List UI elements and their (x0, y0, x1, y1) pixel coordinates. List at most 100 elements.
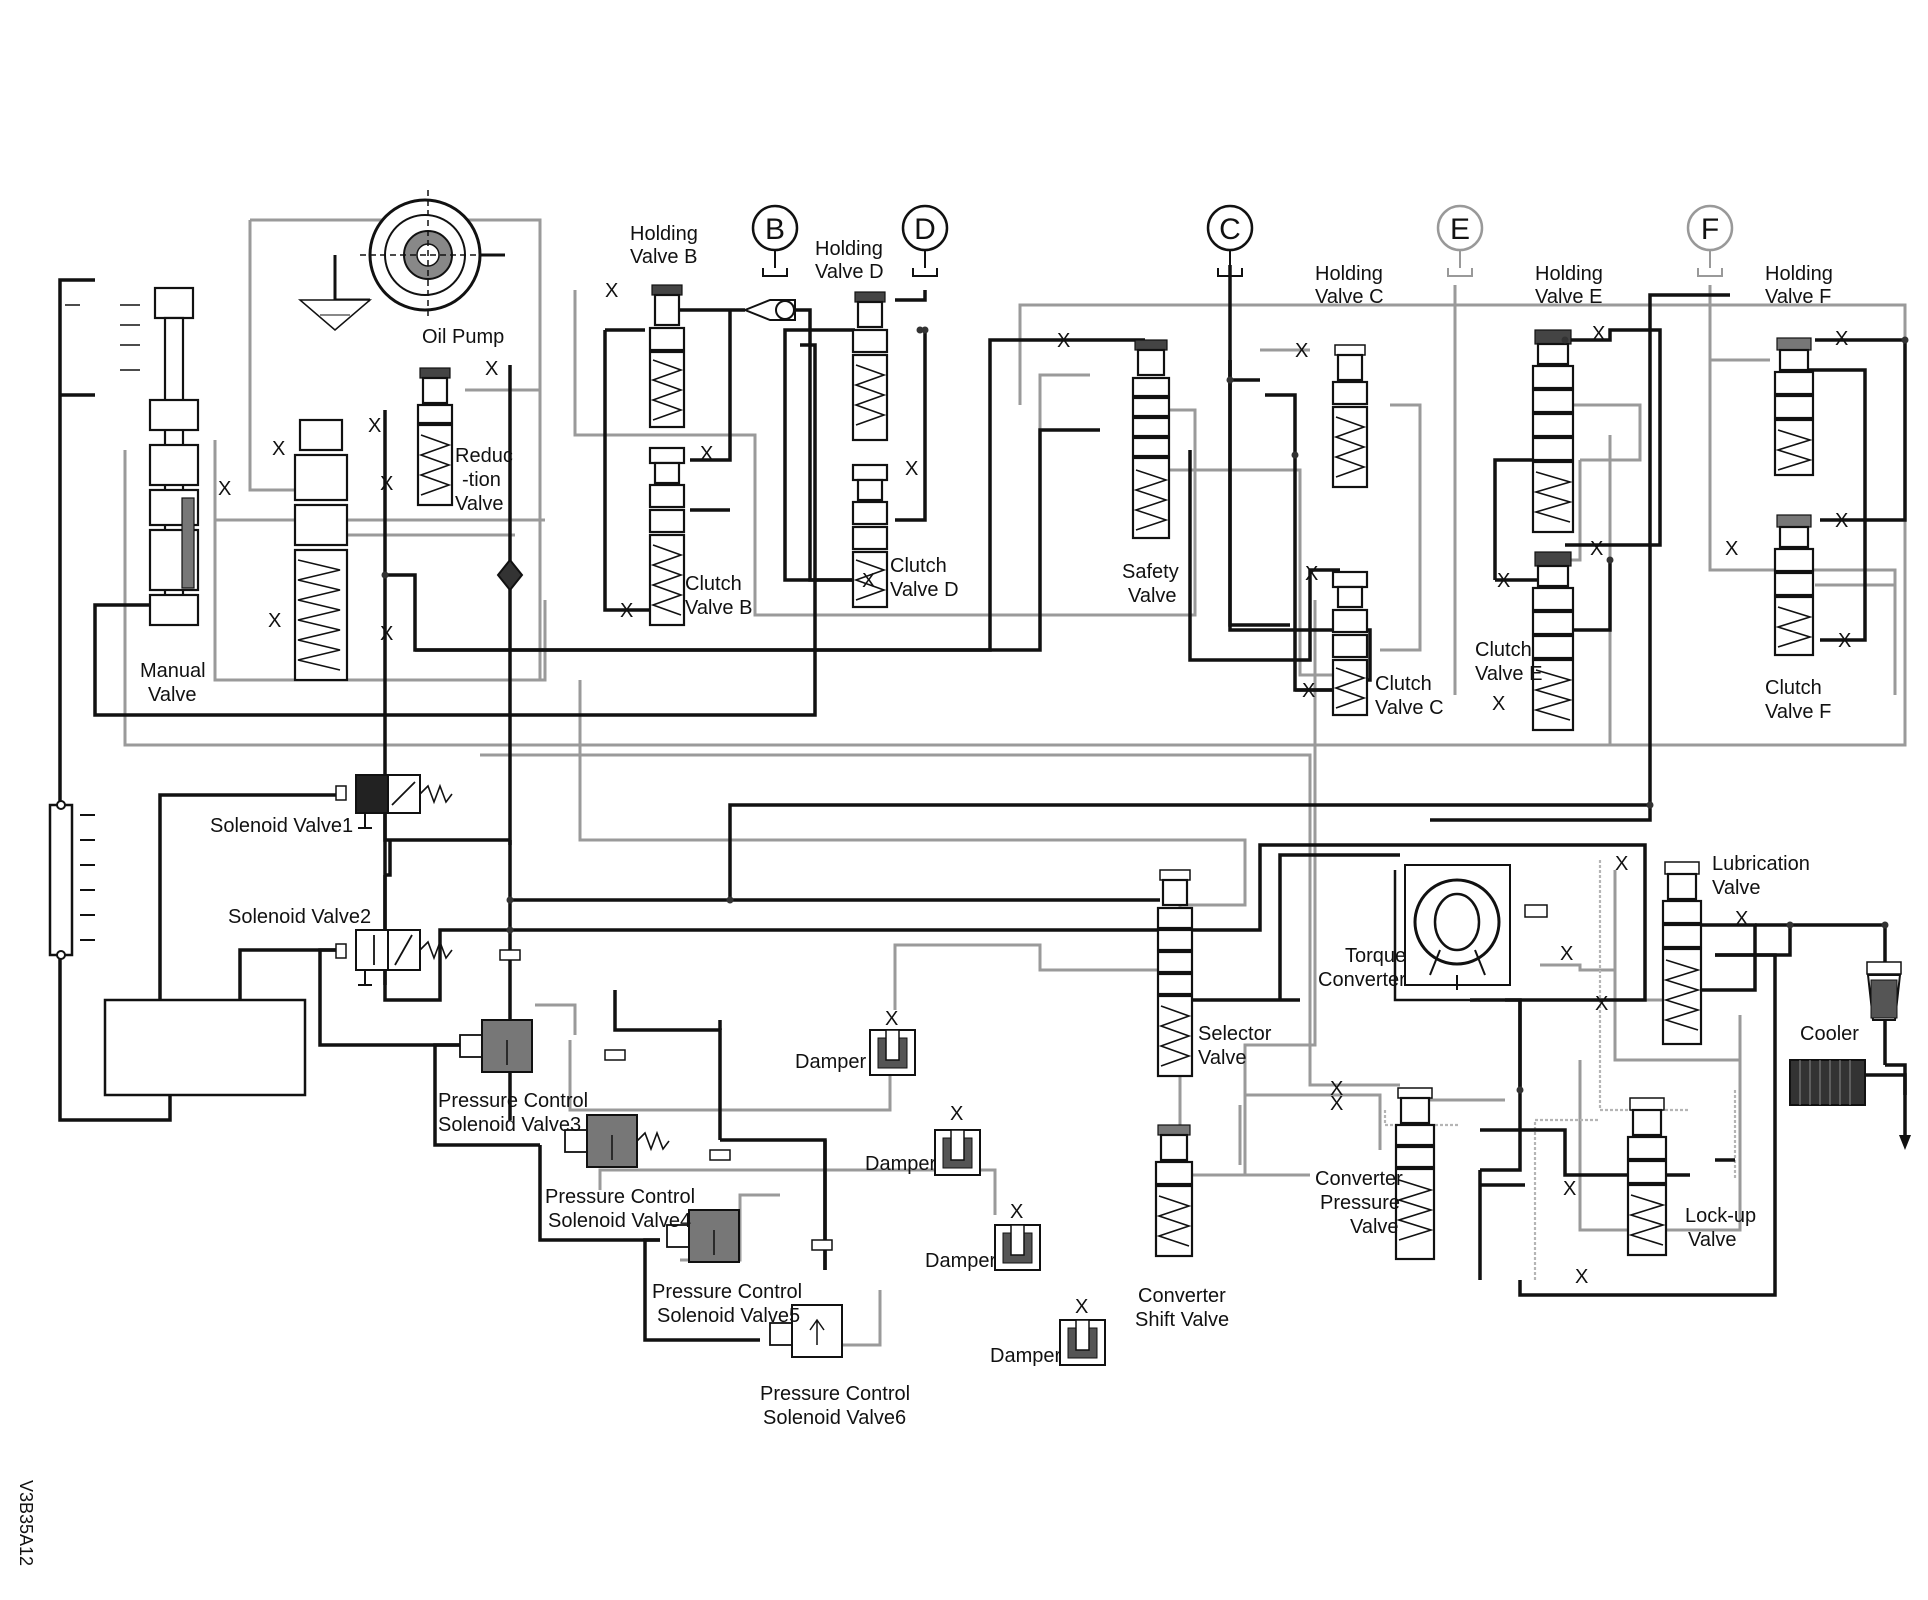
restriction-mark: X (885, 1008, 898, 1030)
label-converter-pressure-valve-2: Pressure (1320, 1192, 1400, 1214)
restriction-mark: X (605, 280, 618, 302)
label-solenoid-valve-2: Solenoid Valve2 (228, 906, 371, 928)
restriction-mark: X (1302, 680, 1315, 702)
holding-valve-d (851, 291, 889, 442)
label-reduction-valve-2: -tion (462, 469, 501, 491)
label-reduction-valve-1: Reduc (455, 445, 513, 467)
holding-valve-b (648, 284, 686, 429)
check-valve (496, 558, 524, 592)
restriction-mark: X (950, 1103, 963, 1125)
pressure-control-solenoid-valve-6 (769, 1304, 843, 1358)
restriction-mark: X (1725, 538, 1738, 560)
damper-1 (869, 1029, 916, 1076)
label-clutch-valve-b-2: Valve B (685, 597, 752, 619)
left-scale (48, 304, 140, 960)
component-labels: Oil Pump Reduc -tion Valve Manual Valve … (140, 223, 1859, 1429)
circled-label-f: F (1686, 204, 1734, 277)
label-holding-valve-d-2: Valve D (815, 261, 884, 283)
restriction-mark: X (1560, 943, 1573, 965)
label-lockup-valve-1: Lock-up (1685, 1205, 1756, 1227)
lubrication-valve (1661, 861, 1703, 1046)
restriction-mark: X (380, 473, 393, 495)
label-converter-pressure-valve-1: Converter (1315, 1168, 1403, 1190)
label-holding-valve-b-2: Valve B (630, 246, 697, 268)
holding-valve-e (1531, 329, 1575, 534)
restriction-mark: X (1575, 1266, 1588, 1288)
clutch-valve-f (1773, 514, 1815, 657)
svg-text:D: D (914, 213, 936, 246)
svg-text:C: C (1219, 213, 1241, 246)
label-safety-valve-1: Safety (1122, 561, 1179, 583)
restriction-mark: X (1305, 563, 1318, 585)
label-clutch-valve-d-2: Valve D (890, 579, 959, 601)
holding-valve-f (1773, 337, 1815, 477)
safety-valve (1131, 339, 1171, 540)
clutch-valve-d (851, 463, 889, 609)
restriction-mark: X (1835, 328, 1848, 350)
label-pcsv6-2: Solenoid Valve6 (763, 1407, 906, 1429)
restriction-mark: X (380, 623, 393, 645)
clutch-valve-c (1331, 570, 1369, 717)
orifice-blocks (499, 904, 1548, 1251)
torque-converter (1393, 864, 1515, 1002)
holding-valve-c (1331, 344, 1369, 489)
restriction-mark: X (862, 570, 875, 592)
circled-label-c: C (1206, 204, 1254, 277)
circled-label-d: D (901, 204, 949, 277)
restriction-mark: X (1330, 1078, 1343, 1100)
converter-shift-valve (1154, 1124, 1194, 1258)
pressure-control-solenoid-valve-4 (564, 1114, 670, 1168)
cooler (1789, 960, 1911, 1150)
restriction-mark: X (272, 438, 285, 460)
label-holding-valve-e-2: Valve E (1535, 286, 1602, 308)
label-clutch-valve-f-2: Valve F (1765, 701, 1831, 723)
selector-valve (1156, 869, 1194, 1078)
clutch-valve-b (648, 446, 686, 627)
solenoid-valve-2 (335, 929, 453, 986)
circled-label-e: E (1436, 204, 1484, 277)
restriction-mark: X (1497, 570, 1510, 592)
label-manual-valve-2: Valve (148, 684, 197, 706)
restriction-mark: X (1492, 693, 1505, 715)
converter-pressure-valve (1394, 1087, 1436, 1261)
manual-valve (148, 286, 200, 627)
label-converter-shift-valve-2: Shift Valve (1135, 1309, 1229, 1331)
label-clutch-valve-c-2: Valve C (1375, 697, 1444, 719)
restriction-mark: X (485, 358, 498, 380)
restriction-mark: X (1295, 340, 1308, 362)
damper-4 (1059, 1319, 1106, 1366)
reduction-valve (416, 367, 454, 507)
label-pcsv4-1: Pressure Control (545, 1186, 695, 1208)
label-lubrication-valve-1: Lubrication (1712, 853, 1810, 875)
label-holding-valve-c-2: Valve C (1315, 286, 1384, 308)
restriction-mark: X (1835, 510, 1848, 532)
restriction-mark: X (905, 458, 918, 480)
label-holding-valve-b-1: Holding (630, 223, 698, 245)
circled-label-b: B (751, 204, 799, 277)
label-clutch-valve-f-1: Clutch (1765, 677, 1822, 699)
main-oil-lines (58, 265, 1907, 1342)
damper-3 (994, 1224, 1041, 1271)
label-clutch-valve-c-1: Clutch (1375, 673, 1432, 695)
label-pcsv3-1: Pressure Control (438, 1090, 588, 1112)
damper-2 (934, 1129, 981, 1176)
figure-code: V3B35A12 (16, 1480, 36, 1566)
label-pcsv6-1: Pressure Control (760, 1383, 910, 1405)
control-unit-box (103, 998, 307, 1097)
label-selector-valve-1: Selector (1198, 1023, 1272, 1045)
label-holding-valve-c-1: Holding (1315, 263, 1383, 285)
label-clutch-valve-e-2: Valve E (1475, 663, 1542, 685)
pressure-control-solenoid-valve-5 (666, 1209, 740, 1263)
grey-oil-lines (123, 218, 1907, 1347)
svg-text:E: E (1450, 213, 1470, 246)
label-clutch-valve-b-1: Clutch (685, 573, 742, 595)
restriction-mark: X (368, 415, 381, 437)
junction-dots (381, 326, 1909, 1094)
label-pcsv5-2: Solenoid Valve5 (657, 1305, 800, 1327)
restriction-marks: X X X X X X X X X X X X X X X X X X X X … (218, 280, 1851, 1318)
label-selector-valve-2: Valve (1198, 1047, 1247, 1069)
label-damper-2: Damper (865, 1153, 936, 1175)
restriction-mark: X (218, 478, 231, 500)
label-safety-valve-2: Valve (1128, 585, 1177, 607)
label-oil-pump: Oil Pump (422, 326, 504, 348)
